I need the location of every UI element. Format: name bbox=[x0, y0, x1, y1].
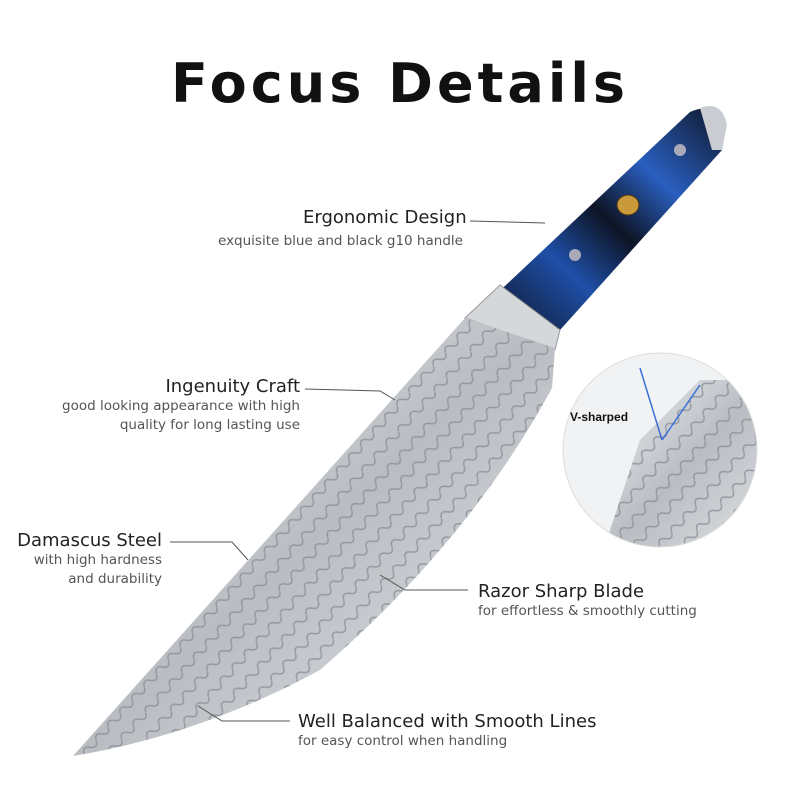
callout-lines bbox=[170, 220, 546, 722]
feature-description: exquisite blue and black g10 handle bbox=[218, 233, 463, 249]
feature-ergonomic-desc: exquisite blue and black g10 handle bbox=[218, 232, 463, 251]
feature-ingenuity-craft: Ingenuity Craft good looking appearance … bbox=[62, 376, 300, 435]
page-title: Focus Details bbox=[170, 52, 630, 115]
feature-description: and durability bbox=[68, 571, 162, 587]
handle-rivet bbox=[674, 144, 686, 156]
feature-description: for effortless & smoothly cutting bbox=[478, 603, 697, 619]
v-sharped-label: V-sharped bbox=[570, 410, 629, 424]
feature-razor-sharp-blade: Razor Sharp Blade for effortless & smoot… bbox=[478, 581, 697, 621]
knife-end-cap bbox=[700, 106, 727, 150]
feature-damascus-steel: Damascus Steel with high hardness and du… bbox=[17, 530, 162, 589]
handle-mosaic-pin bbox=[616, 194, 640, 216]
feature-description: for easy control when handling bbox=[298, 733, 508, 749]
feature-heading: Damascus Steel bbox=[17, 530, 162, 551]
handle-rivet bbox=[569, 249, 581, 261]
feature-description: quality for long lasting use bbox=[119, 417, 300, 433]
feature-description: with high hardness bbox=[33, 552, 162, 568]
feature-description: good looking appearance with high bbox=[62, 398, 300, 414]
feature-ergonomic-design: Ergonomic Design bbox=[303, 207, 467, 228]
feature-well-balanced: Well Balanced with Smooth Lines for easy… bbox=[298, 711, 596, 751]
feature-heading: Well Balanced with Smooth Lines bbox=[298, 711, 597, 732]
feature-heading: Razor Sharp Blade bbox=[478, 581, 645, 602]
knife-handle bbox=[490, 108, 725, 330]
feature-heading: Ergonomic Design bbox=[303, 207, 467, 228]
v-sharped-inset bbox=[562, 352, 758, 548]
feature-heading: Ingenuity Craft bbox=[165, 376, 300, 397]
